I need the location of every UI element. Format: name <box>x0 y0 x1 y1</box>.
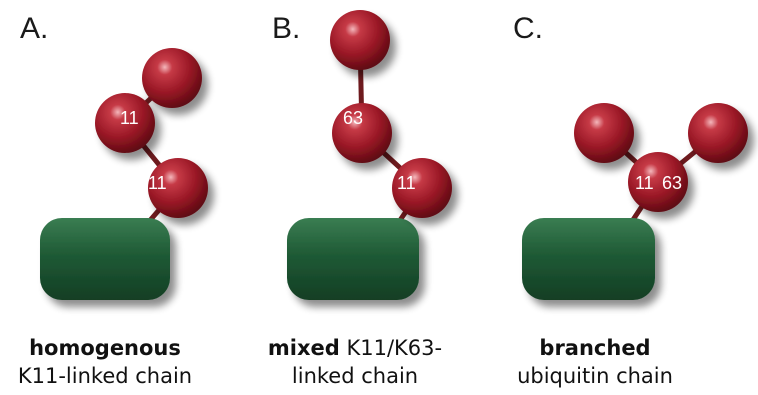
lysine-label: 11 <box>635 173 654 193</box>
ubiquitin-ball <box>688 103 748 163</box>
caption-text: K11/K63- <box>339 336 443 360</box>
substrate-protein <box>287 218 419 300</box>
ubiquitin-ball <box>332 103 392 163</box>
lysine-label: 63 <box>662 173 682 193</box>
ubiquitin-ball <box>142 48 202 108</box>
panel-c: C. 11 63 <box>513 12 748 300</box>
caption-line2: ubiquitin chain <box>517 364 673 388</box>
caption-b: mixed K11/K63- linked chain <box>240 334 470 390</box>
caption-line2: K11-linked chain <box>17 364 193 388</box>
ubiquitin-ball <box>148 158 208 218</box>
ubiquitin-ball <box>330 10 390 70</box>
ubiquitin-ball <box>392 158 452 218</box>
caption-bold: mixed <box>267 336 340 360</box>
panel-b: B. 63 11 <box>272 10 452 300</box>
caption-bold: branched <box>539 336 651 360</box>
panel-a: A. 11 11 <box>20 12 208 300</box>
caption-bold: homogenous <box>29 336 181 360</box>
ubiquitin-ball <box>95 93 155 153</box>
lysine-label: 11 <box>397 173 416 193</box>
caption-a: homogenous K11-linked chain <box>0 334 220 390</box>
substrate-protein <box>40 218 170 300</box>
panel-letter-a: A. <box>20 12 48 45</box>
caption-c: branched ubiquitin chain <box>480 334 710 390</box>
lysine-label: 11 <box>148 173 167 193</box>
panel-letter-c: C. <box>513 12 543 45</box>
substrate-protein <box>522 218 655 300</box>
panel-letter-b: B. <box>272 12 300 45</box>
caption-line2: linked chain <box>291 364 419 388</box>
ubiquitin-ball <box>574 103 634 163</box>
lysine-label: 11 <box>120 108 139 128</box>
lysine-label: 63 <box>343 108 363 128</box>
ubiquitin-ball <box>628 152 688 212</box>
